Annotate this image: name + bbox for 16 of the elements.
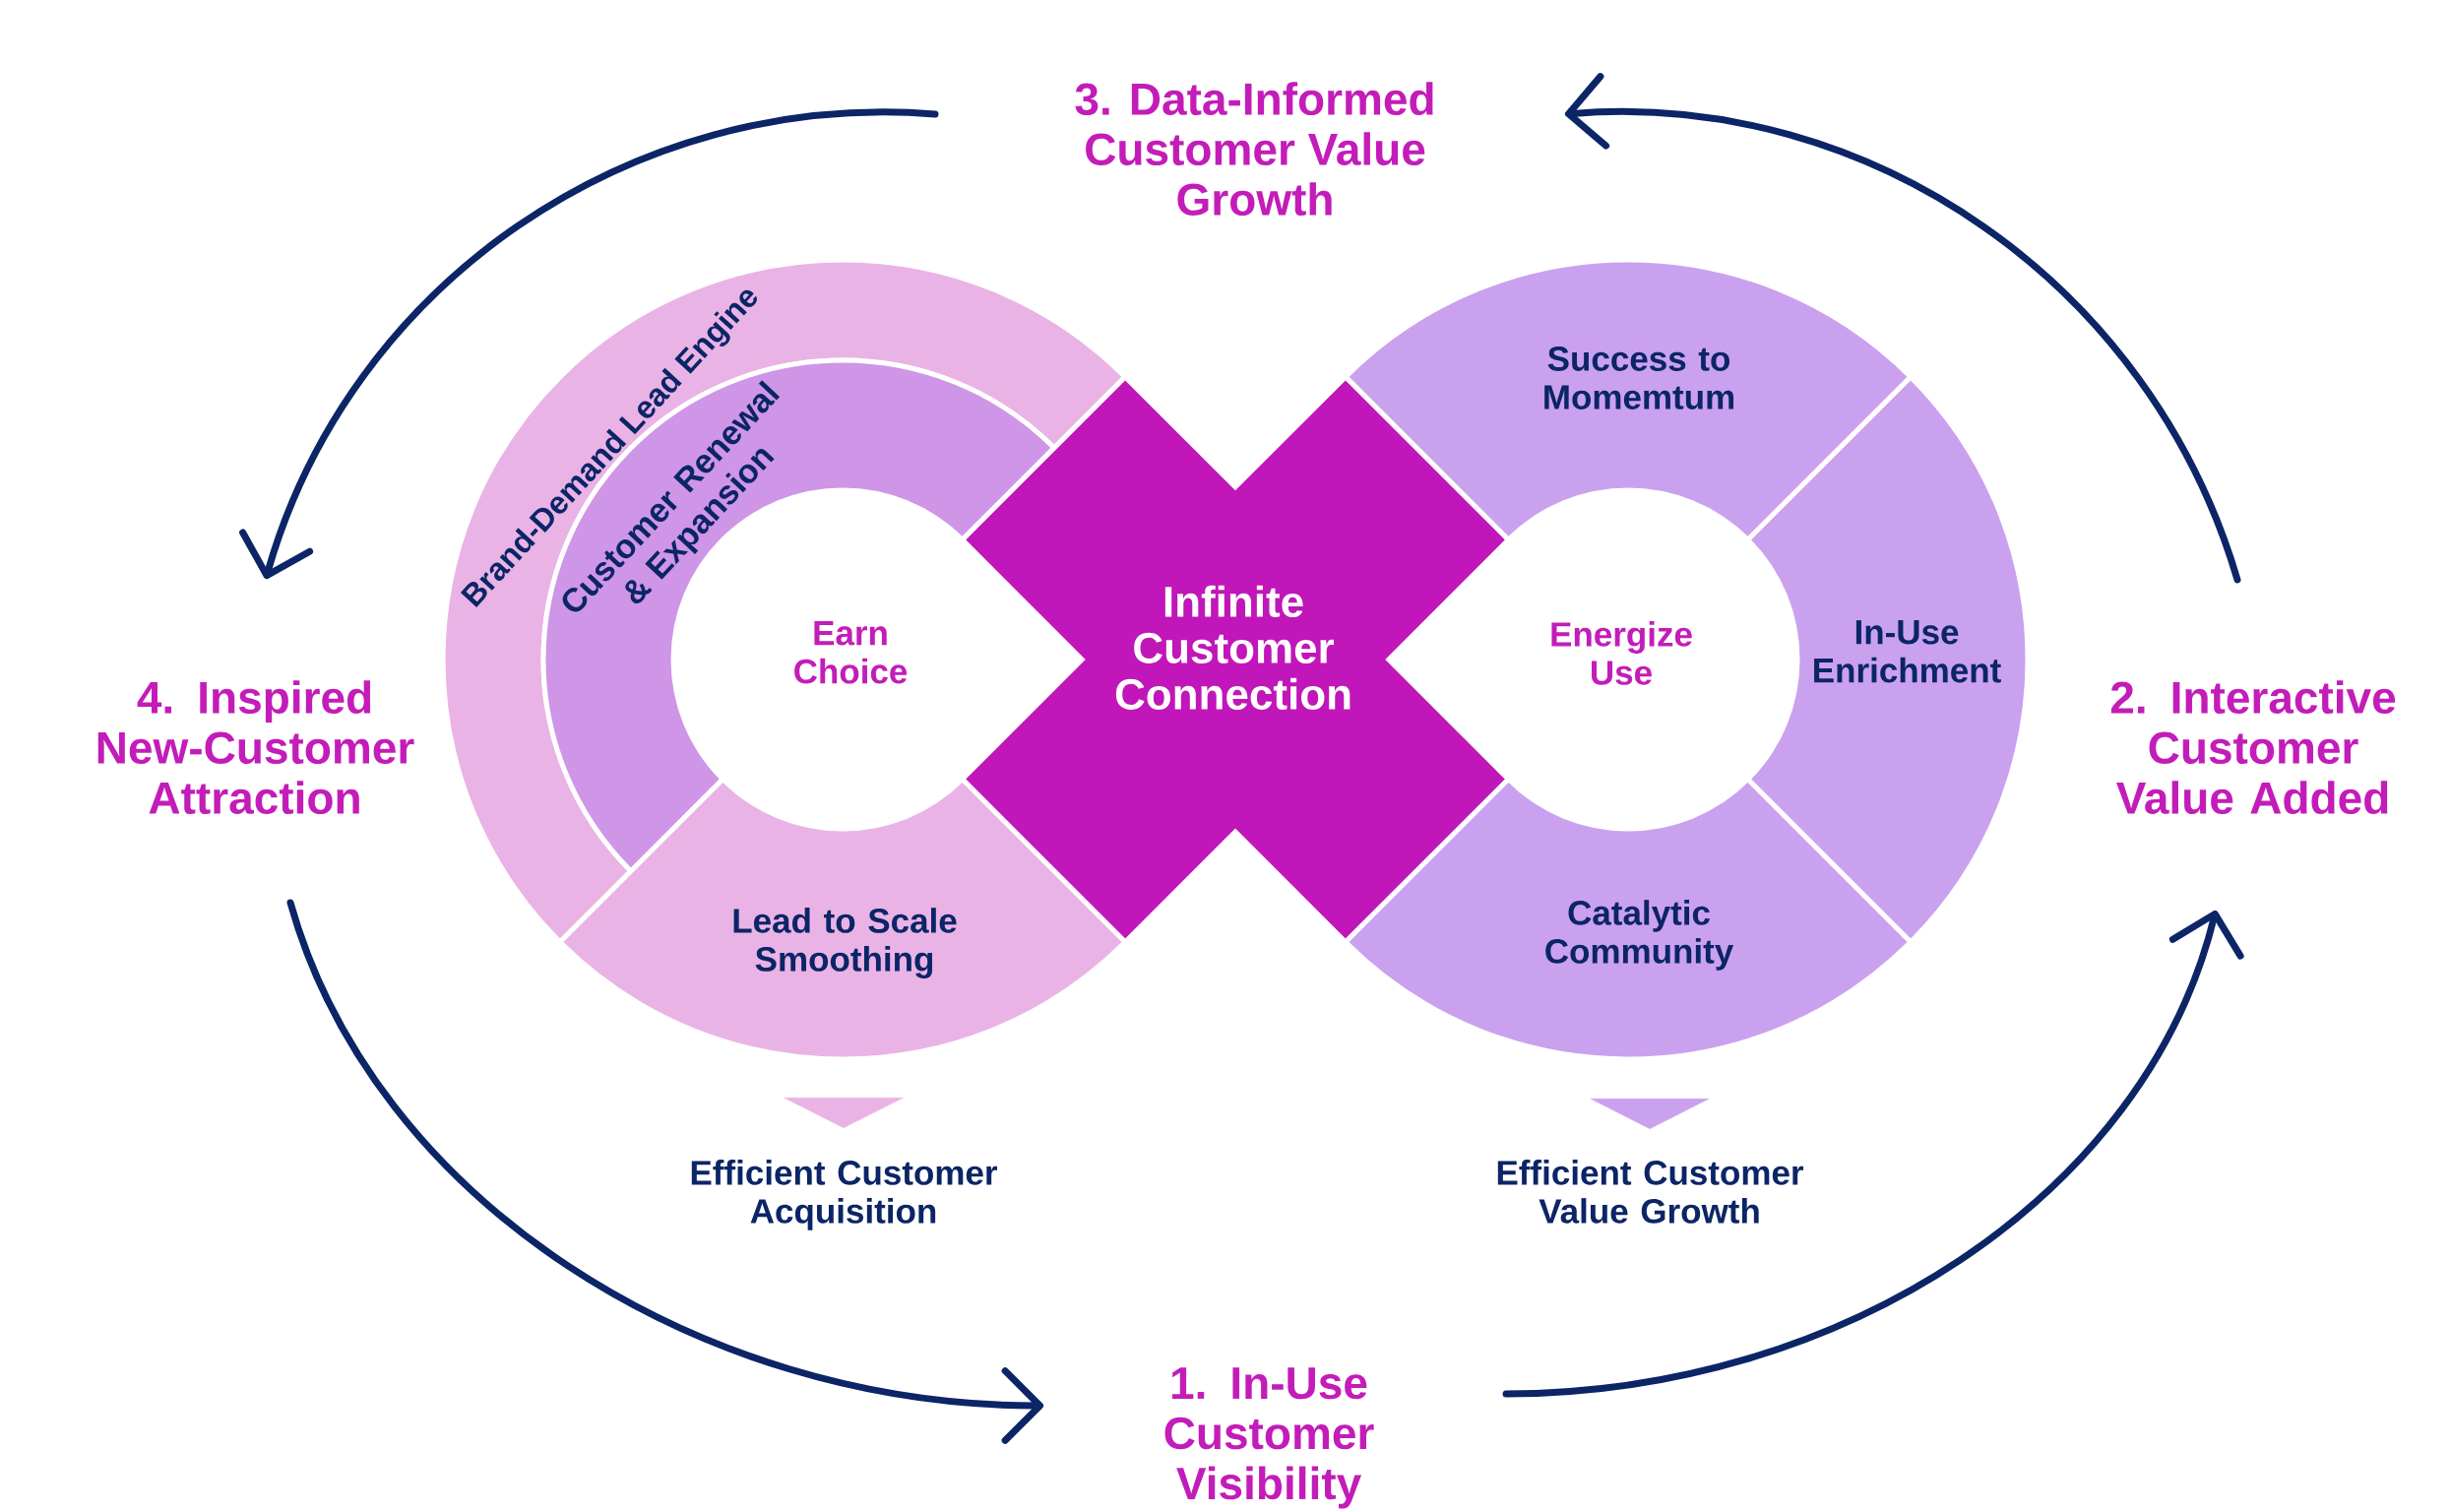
curved-arrow bbox=[286, 899, 1043, 1444]
step-label: 1. In-Use Customer Visibility bbox=[1164, 1367, 1374, 1509]
pointer-triangle bbox=[784, 1097, 904, 1128]
pointer-triangle bbox=[1590, 1098, 1710, 1129]
step-label: 4. Inspired New-Customer Attraction bbox=[97, 680, 414, 815]
hub-label: Earn Choice bbox=[794, 621, 908, 684]
curved-arrow bbox=[1565, 73, 2241, 584]
curved-arrow bbox=[1502, 910, 2244, 1398]
outcome-label: Efficient Customer Value Growth bbox=[1497, 1160, 1803, 1224]
curved-arrow bbox=[239, 108, 939, 580]
ring-segment: In-Use Enrichment bbox=[1745, 374, 2031, 945]
ring-segment: Success to Momemtum bbox=[1343, 257, 1914, 542]
step-label: 3. Data-Informed Customer Value Growth bbox=[1075, 82, 1433, 216]
outcome-label: Efficient Customer Acquisition bbox=[691, 1160, 997, 1230]
hub-label: Energize Use bbox=[1551, 621, 1692, 685]
step-label: 2. Interactive Customer Value Added bbox=[2110, 680, 2396, 815]
